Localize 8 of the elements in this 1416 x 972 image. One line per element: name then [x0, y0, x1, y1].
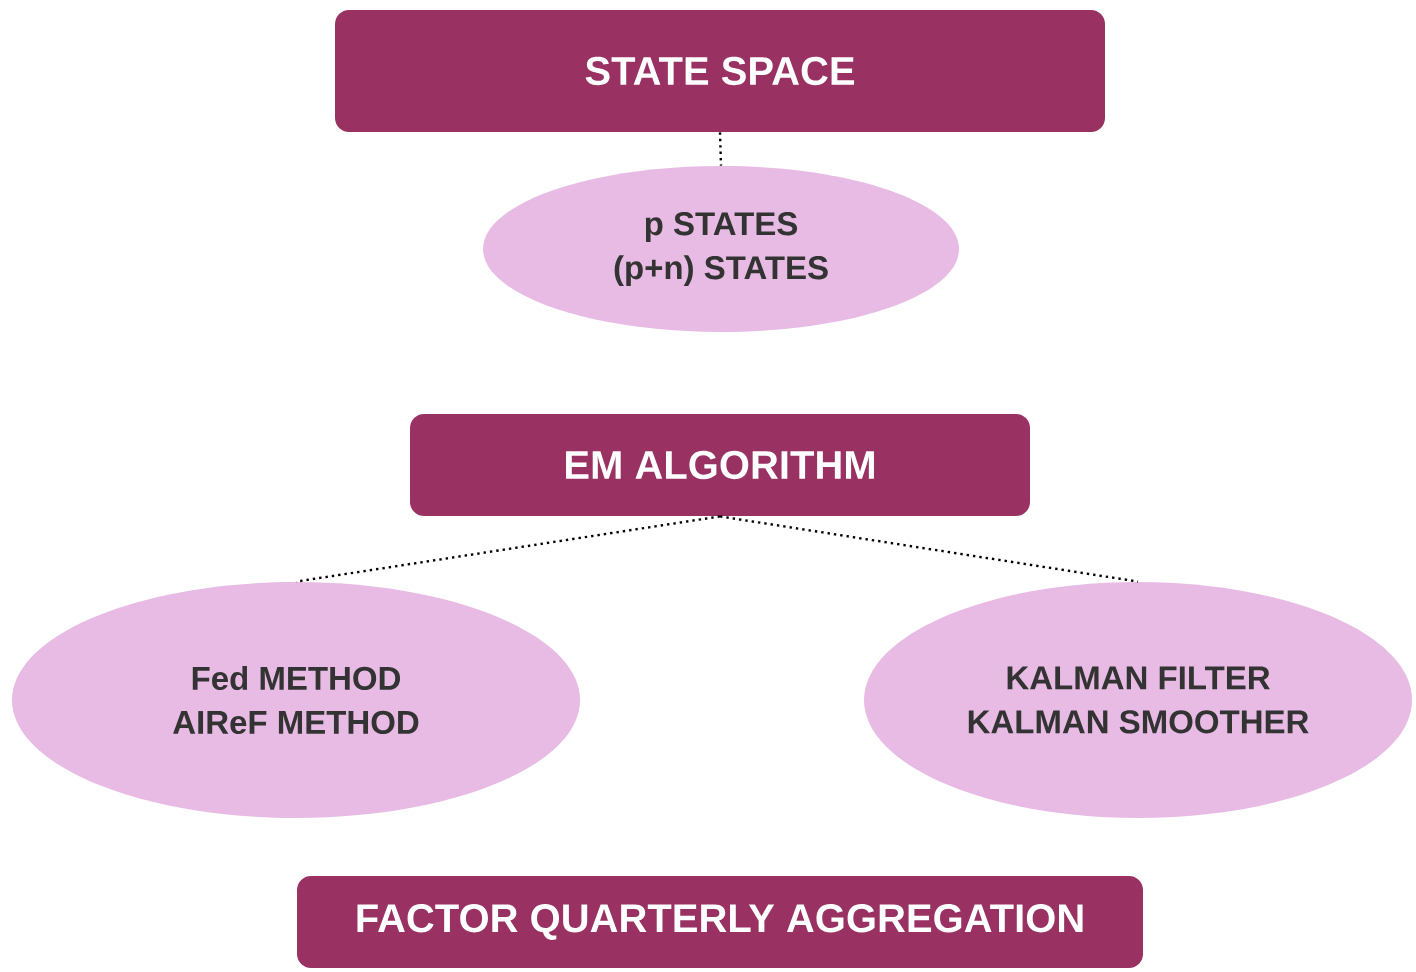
title-box: FACTOR QUARTERLY AGGREGATION: [297, 876, 1143, 968]
title-box: EM ALGORITHM: [410, 414, 1030, 516]
ellipse-node: Fed METHOD AIReF METHOD: [12, 582, 580, 818]
ellipse-node: KALMAN FILTER KALMAN SMOOTHER: [864, 582, 1412, 818]
dotted-connector: [718, 132, 723, 166]
dotted-connector: [719, 515, 1139, 583]
ellipse-node: p STATES (p+n) STATES: [483, 166, 959, 332]
title-box: STATE SPACE: [335, 10, 1105, 132]
